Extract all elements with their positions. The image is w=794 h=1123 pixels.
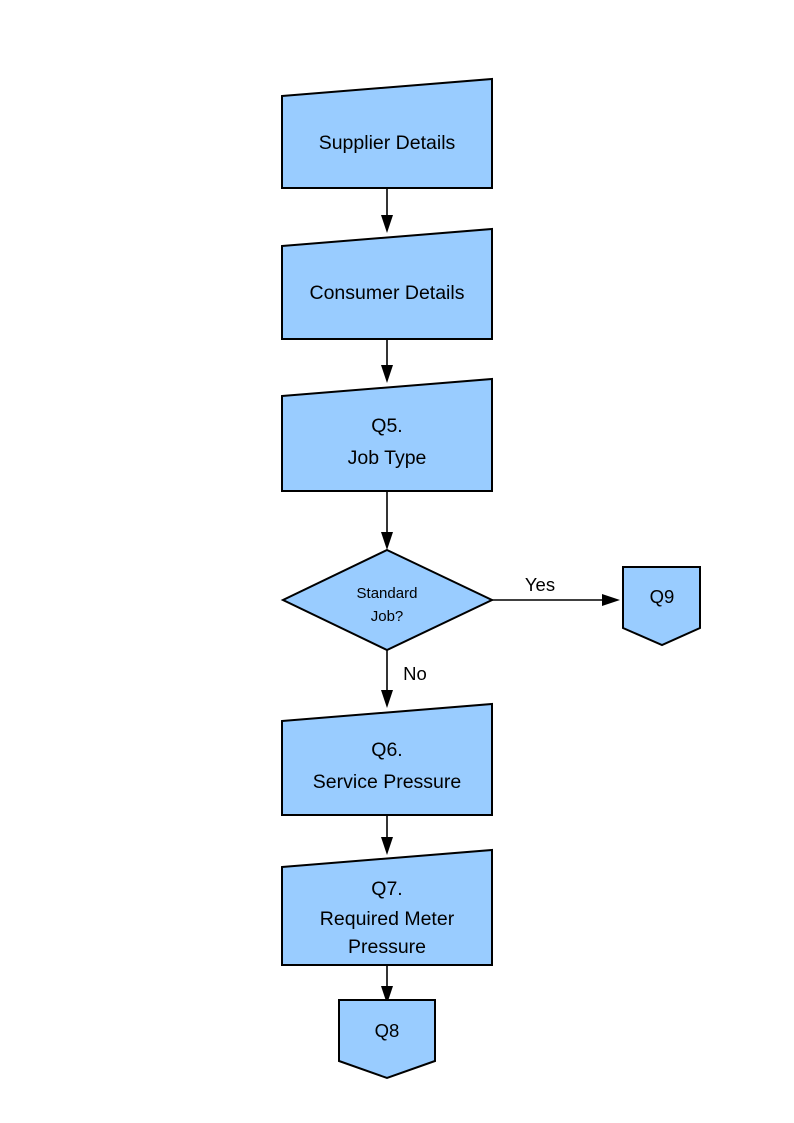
- q6-service-pressure-label-line1: Q6.: [371, 739, 402, 761]
- q5-job-type-label-line1: Q5.: [371, 415, 402, 437]
- q7-required-meter-pressure-shape: [281, 848, 493, 966]
- connector-q5-to-decision: [381, 491, 393, 550]
- q5-job-type-label-line2: Job Type: [348, 447, 427, 469]
- node-q5-job-type[interactable]: Q5. Job Type: [281, 377, 493, 492]
- node-supplier-details[interactable]: Supplier Details: [281, 77, 493, 189]
- node-q6-service-pressure[interactable]: Q6. Service Pressure: [281, 702, 493, 816]
- edge-label-yes: Yes: [525, 574, 555, 595]
- node-consumer-details[interactable]: Consumer Details: [281, 227, 493, 340]
- connector-consumer-to-q5: [381, 339, 393, 383]
- node-q7-required-meter-pressure[interactable]: Q7. Required Meter Pressure: [281, 848, 493, 966]
- supplier-details-shape: [281, 77, 493, 189]
- connector-decision-to-q6: [381, 650, 393, 708]
- edge-label-no: No: [403, 663, 427, 684]
- standard-job-decision-label-line1: Standard: [357, 585, 418, 602]
- q6-service-pressure-shape: [281, 702, 493, 816]
- connector-supplier-to-consumer: [381, 188, 393, 233]
- q6-service-pressure-label-line2: Service Pressure: [313, 771, 461, 793]
- standard-job-decision-label-line2: Job?: [371, 608, 404, 625]
- standard-job-decision-shape: [280, 548, 495, 652]
- q8-shape: [338, 999, 436, 1080]
- node-q8[interactable]: Q8: [338, 999, 436, 1080]
- node-standard-job-decision[interactable]: Standard Job?: [280, 548, 495, 652]
- q9-label: Q9: [650, 586, 675, 607]
- connector-q7-to-q8: [381, 965, 393, 1004]
- q7-required-meter-pressure-label-line3: Pressure: [348, 936, 426, 958]
- node-q9[interactable]: Q9: [622, 566, 701, 647]
- consumer-details-shape: [281, 227, 493, 340]
- connector-decision-to-q9: [492, 594, 620, 606]
- consumer-details-label: Consumer Details: [310, 282, 465, 304]
- q7-required-meter-pressure-label-line1: Q7.: [371, 878, 402, 900]
- q8-label: Q8: [375, 1020, 400, 1041]
- q5-job-type-shape: [281, 377, 493, 492]
- supplier-details-label: Supplier Details: [319, 132, 456, 154]
- q9-shape: [622, 566, 701, 647]
- q7-required-meter-pressure-label-line2: Required Meter: [320, 908, 455, 930]
- connector-q6-to-q7: [381, 815, 393, 855]
